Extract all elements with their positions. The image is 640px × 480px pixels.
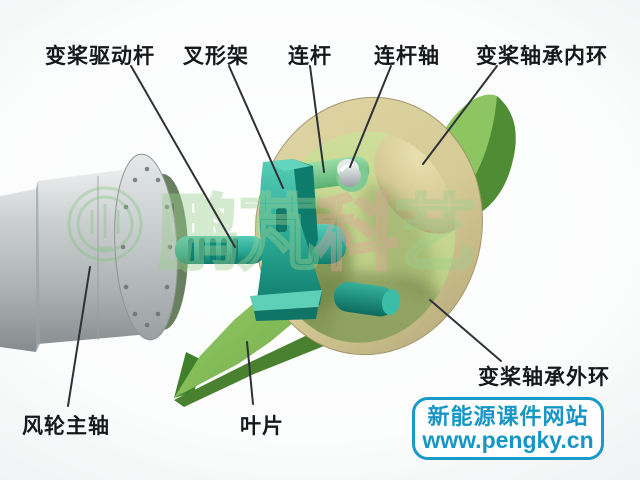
leader-line-blade (246, 341, 254, 405)
label-blade: 叶片 (240, 415, 284, 438)
label-fork-frame: 叉形架 (183, 45, 249, 68)
leader-line-link (309, 65, 325, 173)
main-shaft (0, 153, 188, 352)
flange-bolt-holes (120, 166, 173, 328)
pitch-mechanism (175, 156, 401, 321)
watermark-char: 芃 (238, 189, 320, 280)
leader-line-drive-rod (130, 65, 236, 248)
badge-site-name: 新能源课件网站 (427, 403, 589, 429)
label-bearing-inner-ring: 变桨轴承内环 (476, 45, 608, 68)
leader-line-fork (228, 65, 284, 189)
watermark: 鹏 芃 科 艺 (67, 186, 477, 281)
leader-line-link-shaft (349, 65, 392, 168)
fork-frame (250, 159, 322, 321)
website-badge[interactable]: 新能源课件网站 www.pengky.cn (412, 397, 604, 460)
label-bearing-outer-ring: 变桨轴承外环 (478, 366, 610, 389)
leader-line-main-shaft (67, 266, 91, 407)
watermark-char: 科 (316, 189, 398, 280)
watermark-logo (67, 186, 143, 262)
badge-site-url: www.pengky.cn (422, 426, 594, 453)
label-main-shaft: 风轮主轴 (22, 415, 110, 438)
leader-lines (67, 65, 502, 407)
link-pin (337, 159, 361, 187)
label-link-shaft: 连杆轴 (374, 45, 440, 68)
leader-line-outer-ring (429, 299, 502, 362)
drive-rod (175, 236, 265, 264)
watermark-char: 艺 (394, 189, 476, 280)
leader-line-inner-ring (422, 65, 498, 165)
crank-cylinder (333, 281, 396, 317)
label-pitch-drive-rod: 变桨驱动杆 (45, 45, 155, 68)
label-connecting-rod: 连杆 (288, 45, 332, 68)
